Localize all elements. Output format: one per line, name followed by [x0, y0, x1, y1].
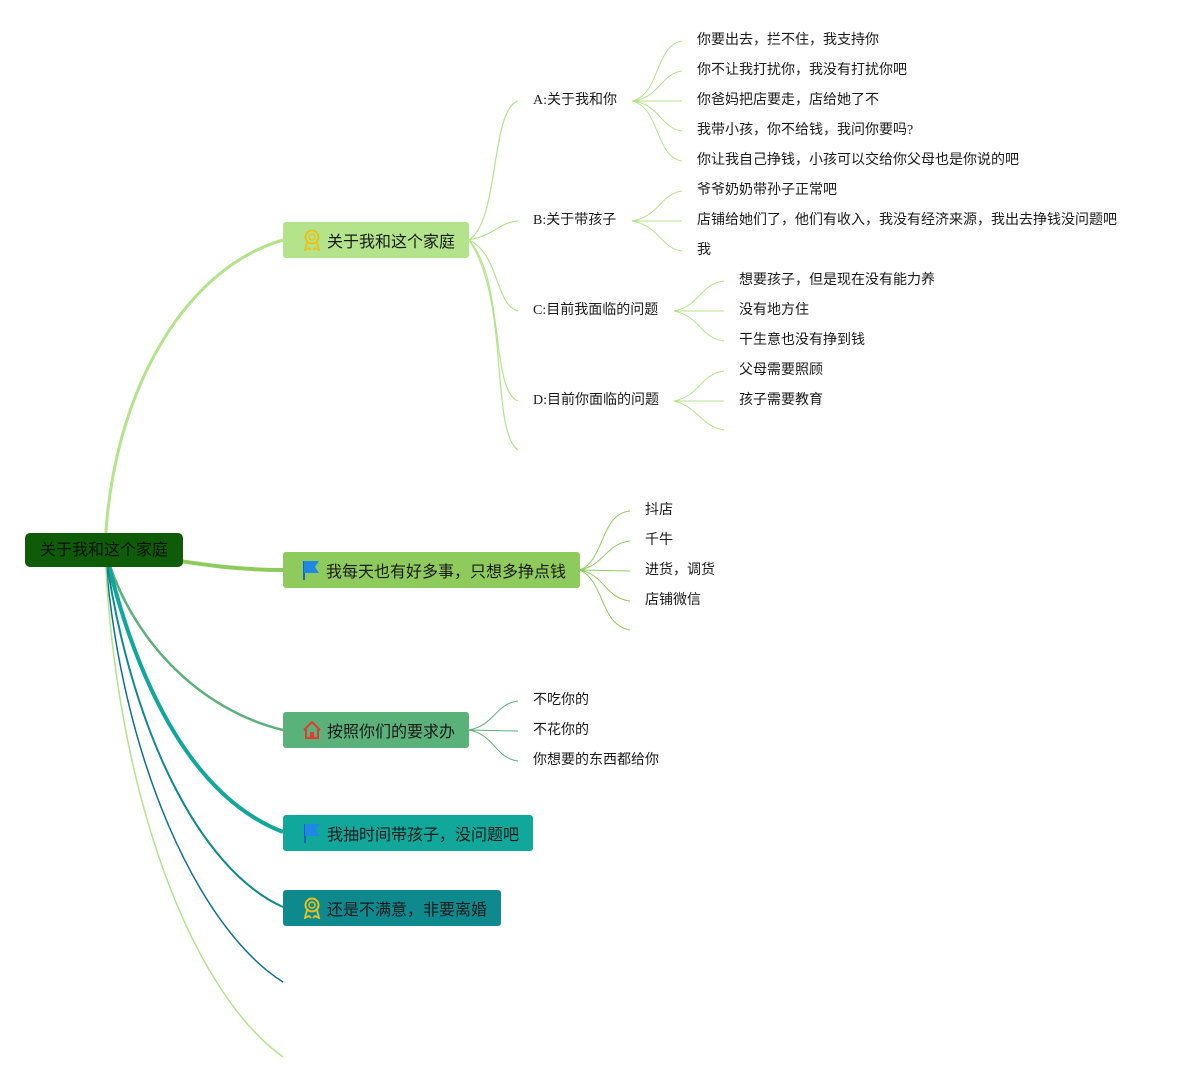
award-ribbon-icon: [301, 897, 323, 919]
leaf-item[interactable]: 你让我自己挣钱，小孩可以交给你父母也是你说的吧: [697, 153, 1019, 168]
connector-root-topic3: [103, 549, 284, 732]
topic-family[interactable]: 关于我和这个家庭: [283, 222, 469, 258]
subtopic-c[interactable]: C:目前我面临的问题: [533, 303, 659, 318]
topic-label: 我抽时间带孩子，没问题吧: [326, 825, 519, 844]
leaf-item[interactable]: 抖店: [645, 503, 673, 518]
subtopic-d[interactable]: D:目前你面临的问题: [533, 393, 659, 408]
connector-root-topic4: [103, 549, 284, 834]
leaf-item[interactable]: 干生意也没有挣到钱: [739, 333, 865, 348]
leaf-item[interactable]: 你爸妈把店要走，店给她了不: [697, 93, 879, 108]
flag-icon: [301, 822, 323, 844]
topic-label: 关于我和这个家庭: [326, 232, 455, 251]
leaf-item[interactable]: 不花你的: [533, 723, 589, 738]
connector-topic1-empty: [468, 239, 519, 451]
root-topic[interactable]: 关于我和这个家庭: [25, 533, 183, 567]
leaf-item[interactable]: 我带小孩，你不给钱，我问你要吗?: [697, 123, 914, 138]
connector-topic1-c: [468, 239, 519, 312]
topic-take-care-of-child[interactable]: 我抽时间带孩子，没问题吧: [283, 815, 533, 851]
leaf-item[interactable]: 你要出去，拦不住，我支持你: [697, 33, 879, 48]
connector-topic1-d: [468, 239, 519, 402]
leaf-item[interactable]: 不吃你的: [533, 693, 589, 708]
leaf-item[interactable]: 我: [697, 243, 711, 258]
subtopic-a[interactable]: A:关于我和你: [533, 93, 617, 108]
leaf-item[interactable]: 父母需要照顾: [739, 363, 823, 378]
house-icon: [301, 719, 323, 741]
topic-label: 还是不满意，非要离婚: [326, 900, 487, 919]
connector-root-topic1: [103, 238, 284, 551]
topic-still-want-divorce[interactable]: 还是不满意，非要离婚: [283, 890, 501, 926]
connector-root-topic5: [104, 549, 284, 908]
leaf-item[interactable]: 想要孩子，但是现在没有能力养: [739, 273, 935, 288]
leaf-item[interactable]: 孩子需要教育: [739, 393, 823, 408]
topic-follow-your-requests[interactable]: 按照你们的要求办: [283, 712, 469, 748]
leaf-item[interactable]: 店铺给她们了，他们有收入，我没有经济来源，我出去挣钱没问题吧: [697, 213, 1117, 228]
connector-topic1-a: [468, 100, 519, 241]
topic-busy-earn-money[interactable]: 我每天也有好多事，只想多挣点钱: [283, 552, 580, 588]
leaf-item[interactable]: 没有地方住: [739, 303, 809, 318]
connector-root-empty-teal: [104, 549, 284, 983]
connector-root-empty-green: [104, 549, 284, 1058]
subtopic-b[interactable]: B:关于带孩子: [533, 213, 617, 228]
topic-label: 按照你们的要求办: [326, 722, 455, 741]
leaf-item[interactable]: 进货，调货: [645, 563, 715, 578]
connector-topic1-b: [468, 220, 519, 241]
leaf-item[interactable]: 爷爷奶奶带孙子正常吧: [697, 183, 837, 198]
leaf-item[interactable]: 你想要的东西都给你: [533, 753, 659, 768]
leaf-item[interactable]: 千牛: [645, 533, 673, 548]
award-ribbon-icon: [301, 229, 323, 251]
leaf-item[interactable]: 你不让我打扰你，我没有打扰你吧: [697, 63, 907, 78]
topic-label: 我每天也有好多事，只想多挣点钱: [325, 562, 566, 581]
leaf-item[interactable]: 店铺微信: [645, 593, 701, 608]
flag-icon: [301, 559, 322, 581]
